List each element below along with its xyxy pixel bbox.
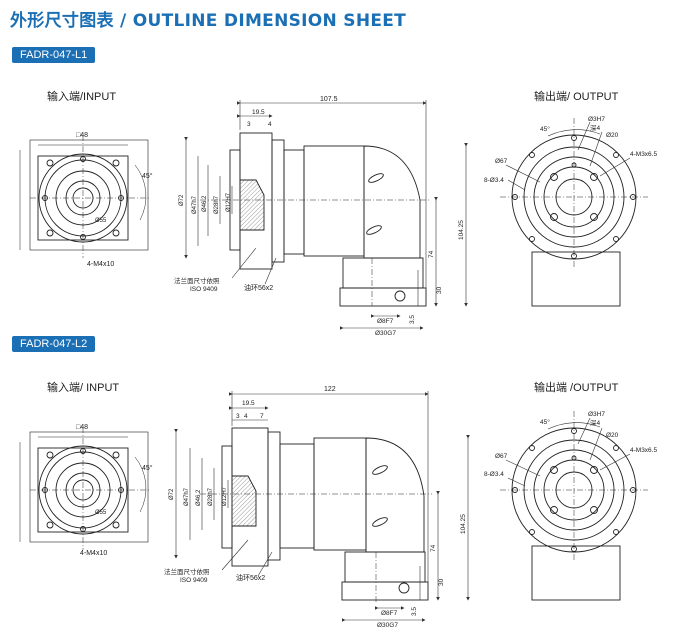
side-d30-l2: Ø30G7: [377, 622, 398, 629]
side-h104-l1: 104.25: [458, 220, 465, 240]
output-d20-l2: Ø20: [606, 432, 619, 439]
side-dia46-l1: Ø46.2: [202, 195, 208, 212]
output-view-l2: [500, 411, 648, 601]
side-dia47-l2: Ø47h7: [184, 487, 190, 506]
side-length-l2: 122: [324, 386, 336, 393]
output-d67-l1: Ø67: [495, 158, 508, 165]
page-title: 外形尺寸图表 / OUTLINE DIMENSION SHEET: [10, 11, 407, 31]
output-holes-l2: 8-Ø3.4: [484, 471, 504, 478]
side-h35-l2: 3.5: [411, 607, 418, 616]
side-seal-l1: 油环56x2: [244, 283, 273, 292]
side-dia28-l2: Ø28h7: [208, 487, 214, 506]
input-square-l2: □48: [76, 424, 88, 431]
output-holes-l1: 8-Ø3.4: [484, 177, 504, 184]
input-view-l2: [19, 427, 150, 550]
input-bolt-l2: 4-M4x10: [80, 550, 107, 557]
output-thread-l1: 4-M3x6.5: [630, 151, 657, 158]
side-d3-l1: 3: [247, 121, 251, 128]
side-view-l1: [200, 132, 430, 307]
side-d1-l2: 19.5: [242, 400, 255, 407]
side-h30-l1: 30: [436, 286, 443, 294]
side-d1-l1: 19.5: [252, 109, 265, 116]
output-d3-l1: Ø3H7: [588, 116, 605, 123]
input-angle-l1: 45°: [142, 172, 153, 180]
side-seal-l2: 油环56x2: [236, 573, 265, 582]
side-iso-l1: ISO 9409: [190, 286, 218, 293]
input-label-l2: 输入端/ INPUT: [47, 382, 120, 394]
side-dia12-l1: Ø12H7: [226, 192, 232, 212]
input-square-l1: □48: [76, 132, 88, 139]
model-tag-l1: FADR-047-L1: [12, 47, 96, 63]
output-thread-l2: 4-M3x6.5: [630, 447, 657, 454]
output-depth-l1: 深4: [590, 123, 601, 132]
side-view-l2: [200, 427, 432, 602]
output-angle-l2: 45°: [540, 418, 550, 426]
input-dia-l1: Ø55: [95, 218, 107, 224]
side-dia28-l1: Ø28h7: [214, 195, 220, 214]
output-label-l1: 输出端/ OUTPUT: [534, 91, 619, 103]
input-dia-l2: Ø55: [95, 510, 107, 516]
side-iso-l2: ISO 9409: [180, 577, 208, 584]
output-angle-l1: 45°: [540, 125, 550, 133]
side-d30-l1: Ø30G7: [375, 330, 396, 337]
side-d2-l2: 4: [244, 413, 248, 420]
side-d8-l1: Ø8F7: [377, 318, 394, 325]
side-h74-l1: 74: [428, 250, 435, 258]
side-d4-l2: 7: [260, 413, 264, 420]
side-d2-l1: 4: [268, 121, 272, 128]
output-view-l1: [500, 118, 648, 307]
side-dia72-l1: Ø72: [179, 194, 185, 206]
side-h35-l1: 3.5: [409, 315, 416, 324]
side-flange-l1: 法兰面尺寸依照: [174, 276, 220, 285]
output-d67-l2: Ø67: [495, 453, 508, 460]
side-h74-l2: 74: [430, 544, 437, 552]
side-length-l1: 107.5: [320, 96, 338, 103]
output-label-l2: 输出端 /OUTPUT: [534, 382, 619, 394]
output-d3-l2: Ø3H7: [588, 411, 605, 418]
side-h30-l2: 30: [438, 578, 445, 586]
output-d20-l1: Ø20: [606, 132, 619, 139]
side-flange-l2: 法兰面尺寸依照: [164, 567, 210, 576]
side-dia46-l2: Ø46.2: [196, 489, 202, 506]
side-dia72-l2: Ø72: [169, 488, 175, 500]
side-dia47-l1: Ø47h7: [192, 195, 198, 214]
side-dia12-l2: Ø12H7: [222, 486, 228, 506]
output-depth-l2: 深4: [590, 418, 601, 427]
model-tag-l2: FADR-047-L2: [12, 336, 96, 352]
side-h104-l2: 104.25: [460, 514, 467, 534]
side-d3-l2: 3: [236, 413, 240, 420]
input-bolt-l1: 4-M4x10: [87, 261, 114, 268]
input-angle-l2: 45°: [142, 464, 153, 472]
input-label-l1: 输入端/INPUT: [47, 91, 117, 103]
side-d8-l2: Ø8F7: [381, 610, 398, 617]
input-view-l1: [19, 135, 150, 258]
